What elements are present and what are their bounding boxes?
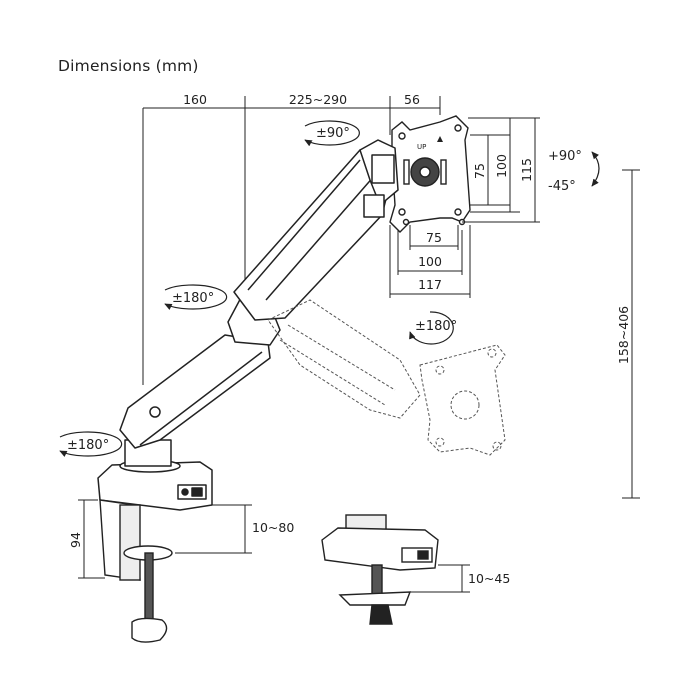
height-dimension bbox=[622, 169, 640, 499]
plate-inner-h-label: 75 bbox=[472, 163, 487, 179]
dim-56-label: 56 bbox=[404, 92, 420, 107]
grommet-range-label: 10~45 bbox=[468, 571, 510, 586]
height-range-label: 158~406 bbox=[616, 306, 631, 364]
rotation-badge-base bbox=[59, 431, 123, 457]
plate-outer-w-label: 100 bbox=[418, 254, 442, 269]
monitor-arm bbox=[97, 139, 399, 511]
up-arrow-icon bbox=[437, 136, 443, 142]
plate-horizontal-dimensions bbox=[389, 225, 471, 298]
clamp-height-label: 94 bbox=[68, 532, 83, 548]
plate-total-h-label: 115 bbox=[519, 158, 534, 182]
plate-rotate-label: ±180° bbox=[415, 319, 457, 334]
swivel-90-label: ±90° bbox=[316, 126, 350, 141]
rotation-badge-upper-arm bbox=[164, 284, 228, 310]
dim-reach-label: 225~290 bbox=[289, 92, 347, 107]
plate-total-w-label: 117 bbox=[418, 277, 442, 292]
top-dimension-lines bbox=[142, 96, 441, 385]
upper-arm-rotation-label: ±180° bbox=[172, 291, 214, 306]
up-mark: UP bbox=[417, 143, 426, 151]
grommet-mount bbox=[321, 514, 439, 625]
plate-vertical-dimensions bbox=[462, 117, 540, 223]
base-rotation-label: ±180° bbox=[67, 438, 109, 453]
grommet-dimensions bbox=[410, 564, 470, 593]
rotation-badge-plate-rotate bbox=[409, 311, 454, 345]
dim-160-label: 160 bbox=[183, 92, 207, 107]
plate-inner-w-label: 75 bbox=[426, 230, 442, 245]
diagram-title: Dimensions (mm) bbox=[58, 57, 199, 75]
ghost-arm-position bbox=[267, 299, 506, 456]
tilt-arrow-icon bbox=[591, 151, 600, 187]
clamp-mount bbox=[99, 499, 173, 643]
clamp-range-label: 10~80 bbox=[252, 520, 294, 535]
clamp-dimensions bbox=[78, 499, 252, 579]
tilt-up-label: +90° bbox=[548, 149, 582, 164]
rotation-badge-plate-swivel bbox=[304, 120, 360, 147]
tilt-down-label: -45° bbox=[548, 179, 576, 194]
vesa-plate bbox=[389, 115, 471, 233]
plate-outer-h-label: 100 bbox=[494, 154, 509, 178]
